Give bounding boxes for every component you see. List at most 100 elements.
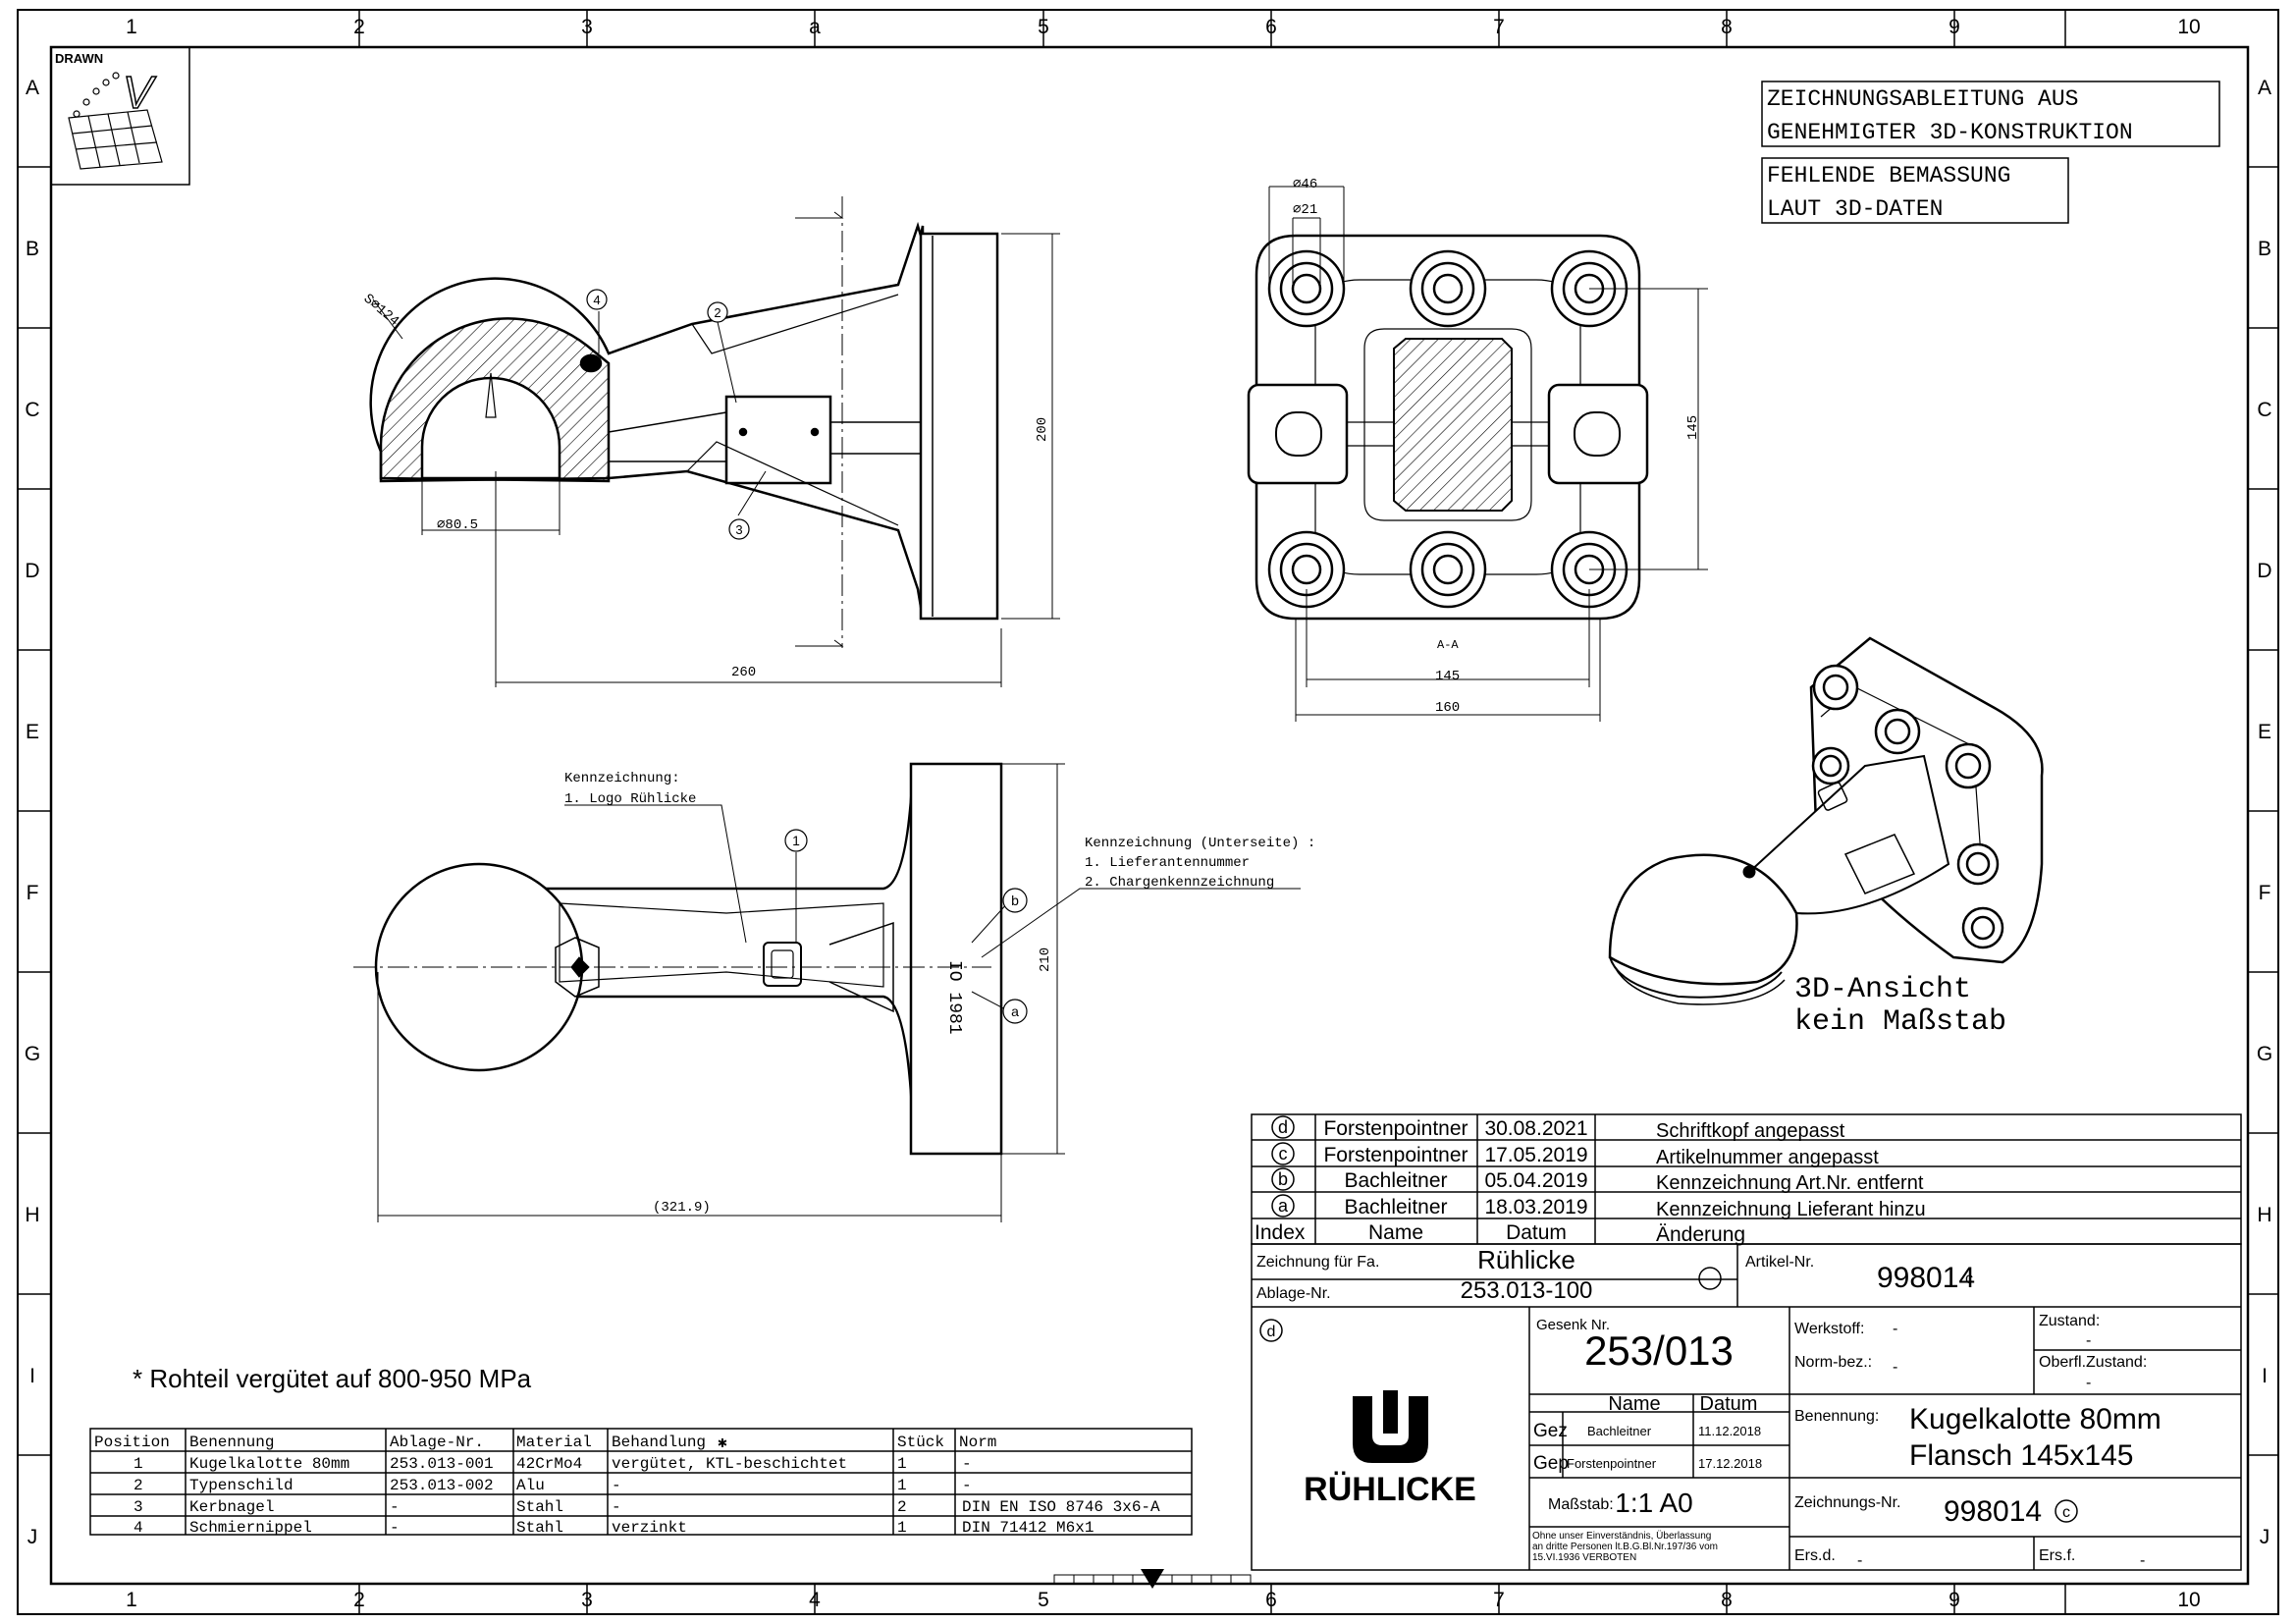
missing-line-2: LAUT 3D-DATEN	[1767, 196, 1943, 222]
dim-width: 160	[1435, 700, 1460, 716]
col-top-1: 1	[126, 16, 137, 38]
dim-pitch-h: 145	[1435, 669, 1460, 684]
norm-label: Norm-bez.:	[1794, 1354, 1872, 1371]
dim-pitch-v: 145	[1685, 415, 1701, 440]
callout-bubble-1	[784, 829, 808, 852]
rev-bubble-a	[1002, 999, 1028, 1024]
top-callouts	[784, 829, 1028, 1024]
top-view	[374, 762, 1003, 1156]
gez-label: Gez	[1533, 1421, 1568, 1441]
replaced-by-value: -	[2140, 1552, 2145, 1569]
revision-text: d Forstenpointner 30.08.2021 Schriftkopf…	[1255, 1117, 1926, 1246]
bom-header-filing: Ablage-Nr.	[390, 1434, 484, 1451]
table-row-cell: -	[390, 1498, 400, 1516]
table-row-cell: -	[612, 1498, 621, 1516]
marking-title: Kennzeichnung:	[564, 771, 680, 786]
rev-change: Schriftkopf angepasst	[1656, 1120, 1845, 1142]
bom-table	[89, 1428, 1193, 1536]
description-label: Benennung:	[1794, 1408, 1879, 1425]
row-left-c: C	[25, 399, 39, 421]
callout-3: 3	[735, 522, 742, 537]
material-label: Werkstoff:	[1794, 1321, 1864, 1337]
rev-name: Forstenpointner	[1323, 1117, 1468, 1140]
row-right-b: B	[2258, 238, 2271, 260]
centering-mark	[1053, 1569, 1252, 1589]
callout-bubble-3	[728, 518, 750, 540]
row-left-h: H	[25, 1204, 39, 1226]
row-left-f: F	[27, 882, 39, 904]
row-left-a: A	[26, 77, 39, 99]
col-bottom-6: 6	[1265, 1589, 1277, 1611]
legal-line-3: 15.VI.1936 VERBOTEN	[1532, 1552, 1636, 1563]
scale-label: Maßstab:	[1548, 1496, 1614, 1513]
side-callout-text: 4 2 3	[593, 293, 742, 537]
row-left-i: I	[29, 1365, 35, 1387]
ruehlicke-logo-icon	[1353, 1390, 1428, 1463]
rev-callout-a: a	[1011, 1003, 1019, 1019]
revision-table	[1251, 1113, 2242, 1245]
state-value: -	[2086, 1332, 2091, 1349]
table-row-cell: 4	[133, 1519, 143, 1537]
col-top-6: 6	[1265, 16, 1277, 38]
bom-header-qty: Stück	[897, 1434, 944, 1451]
rev-change: Kennzeichnung Art.Nr. entfernt	[1656, 1172, 1924, 1194]
rev-date: 18.03.2019	[1484, 1196, 1587, 1218]
row-right-j: J	[2260, 1526, 2270, 1548]
table-row-cell: Stahl	[516, 1519, 563, 1537]
callout-1: 1	[792, 833, 800, 848]
col-bottom-9: 9	[1949, 1589, 1960, 1611]
col-top-8: 8	[1721, 16, 1733, 38]
filing-label: Ablage-Nr.	[1256, 1285, 1331, 1302]
bom-header-star: ✱	[718, 1435, 727, 1452]
table-row-cell: DIN EN ISO 8746 3x6-A	[962, 1498, 1160, 1516]
row-right-e: E	[2258, 721, 2271, 743]
callout-2: 2	[714, 305, 721, 320]
view3d-line-1: 3D-Ansicht	[1794, 973, 1971, 1006]
dim-length-side: 260	[731, 665, 756, 680]
replaced-by-label: Ers.f.	[2039, 1547, 2075, 1564]
col-bottom-8: 8	[1721, 1589, 1733, 1611]
table-row-cell: 1	[897, 1477, 907, 1494]
row-right-i: I	[2262, 1365, 2268, 1387]
title-block-text: Zeichnung für Fa. Rühlicke Ablage-Nr. 25…	[1256, 1245, 2162, 1569]
rev-bubble-b	[1002, 888, 1028, 913]
rev-date: 17.05.2019	[1484, 1144, 1587, 1166]
heat-treat-note: * Rohteil vergütet auf 800-950 MPa	[133, 1364, 532, 1393]
callout-bubble-2	[707, 301, 728, 323]
bom-header-position: Position	[94, 1434, 170, 1451]
die-number: 253/013	[1584, 1327, 1734, 1374]
rev-callout-b: b	[1011, 893, 1019, 908]
drawn-logo-mark: V	[123, 67, 157, 118]
row-right-a: A	[2258, 77, 2271, 99]
table-row-cell: vergütet, KTL-beschichtet	[612, 1455, 847, 1473]
title-block	[1251, 1243, 2242, 1571]
flange-dims	[1268, 186, 1708, 722]
row-right-d: D	[2257, 560, 2271, 582]
table-row-cell: verzinkt	[612, 1519, 687, 1537]
drawing-number-label: Zeichnungs-Nr.	[1794, 1494, 1901, 1511]
row-left-e: E	[26, 721, 39, 743]
col-bottom-7: 7	[1493, 1589, 1505, 1611]
rev-index: a	[1278, 1196, 1289, 1216]
dim-sphere: S⌀124	[360, 292, 401, 330]
ruehlicke-brand: RÜHLICKE	[1304, 1471, 1476, 1508]
table-row-cell: 1	[133, 1455, 143, 1473]
rev-name: Forstenpointner	[1323, 1144, 1468, 1166]
underside-item-2: 2. Chargenkennzeichnung	[1085, 875, 1274, 891]
callout-bubble-4	[586, 289, 608, 310]
table-row-cell: Schmiernippel	[189, 1519, 312, 1537]
die-label: Gesenk Nr.	[1536, 1317, 1610, 1333]
table-row-cell: 2	[133, 1477, 143, 1494]
col-top-5: 5	[1038, 16, 1049, 38]
col-bottom-4: 4	[809, 1589, 821, 1611]
drawing-number-rev: c	[2062, 1504, 2070, 1521]
table-row-cell: 1	[897, 1519, 907, 1537]
row-right-g: G	[2257, 1043, 2272, 1065]
description-line-1: Kugelkalotte 80mm	[1909, 1403, 2162, 1435]
table-row-cell: Kerbnagel	[189, 1498, 274, 1516]
derivation-note: ZEICHNUNGSABLEITUNG AUS GENEHMIGTER 3D-K…	[1761, 81, 2220, 147]
dim-height-top: 210	[1038, 947, 1053, 972]
rev-index: c	[1279, 1144, 1288, 1164]
row-left-d: D	[25, 560, 39, 582]
frame-labels: 1 2 3 a 5 6 7 8 9 10 1 2 3 4 5 6 7 8 9 1…	[25, 16, 2272, 1611]
